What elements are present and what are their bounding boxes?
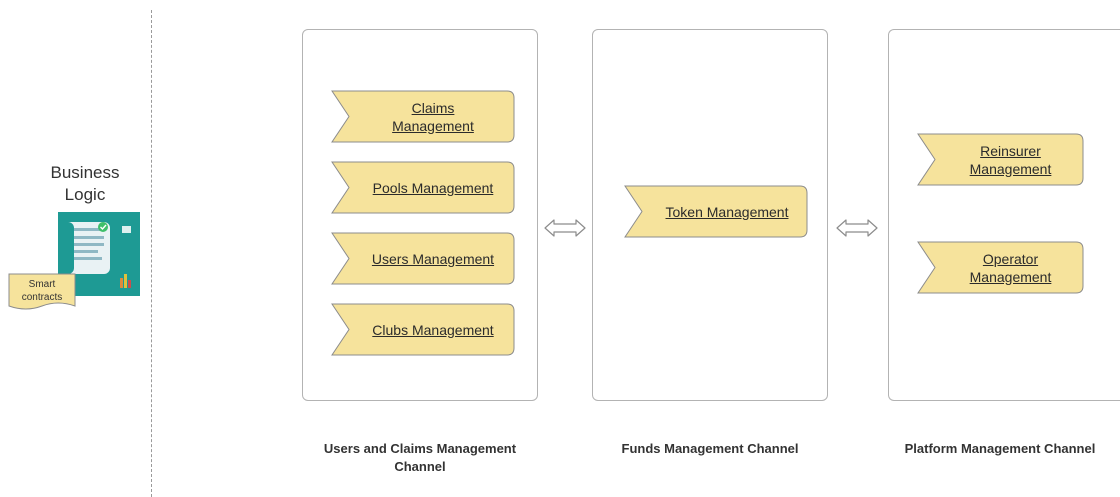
- users-claims-channel-caption: Users and Claims Management Channel: [323, 441, 517, 474]
- process-label: Operator: [982, 250, 1039, 267]
- process-label: Clubs Management: [372, 321, 494, 338]
- platform-channel-caption: Platform Management Channel: [904, 441, 1096, 456]
- process-label: Pools Management: [372, 179, 494, 196]
- business-logic-label: Business Logic: [30, 162, 140, 206]
- smart-contracts-tag: Smart contracts: [8, 272, 76, 314]
- dashed-divider: [151, 10, 152, 497]
- platform-channel-panel: [888, 29, 1120, 401]
- process-users-management[interactable]: Users Management: [331, 232, 515, 285]
- process-label: Claims: [411, 99, 455, 116]
- process-pools-management[interactable]: Pools Management: [331, 161, 515, 214]
- process-token-management[interactable]: Token Management: [624, 185, 808, 238]
- smart-contracts-line-2: contracts: [21, 292, 63, 303]
- process-clubs-management[interactable]: Clubs Management: [331, 303, 515, 356]
- process-reinsurer-management[interactable]: Reinsurer Management: [917, 133, 1084, 186]
- double-arrow-icon: [544, 219, 586, 237]
- process-operator-management[interactable]: Operator Management: [917, 241, 1084, 294]
- process-label: Management: [969, 268, 1052, 285]
- process-label: Users Management: [371, 250, 495, 267]
- document-with-seal-icon: [58, 212, 140, 296]
- process-claims-management[interactable]: Claims Management: [331, 90, 515, 143]
- funds-channel-caption: Funds Management Channel: [621, 441, 799, 456]
- business-logic-label-line-2: Logic: [64, 185, 106, 204]
- process-label: Token Management: [665, 203, 789, 220]
- process-label: Management: [392, 117, 474, 134]
- smart-contracts-line-1: Smart: [28, 279, 56, 290]
- process-label: Management: [969, 160, 1052, 177]
- business-logic-label-line-1: Business: [50, 163, 120, 182]
- double-arrow-icon: [836, 219, 878, 237]
- process-label: Reinsurer: [980, 142, 1041, 159]
